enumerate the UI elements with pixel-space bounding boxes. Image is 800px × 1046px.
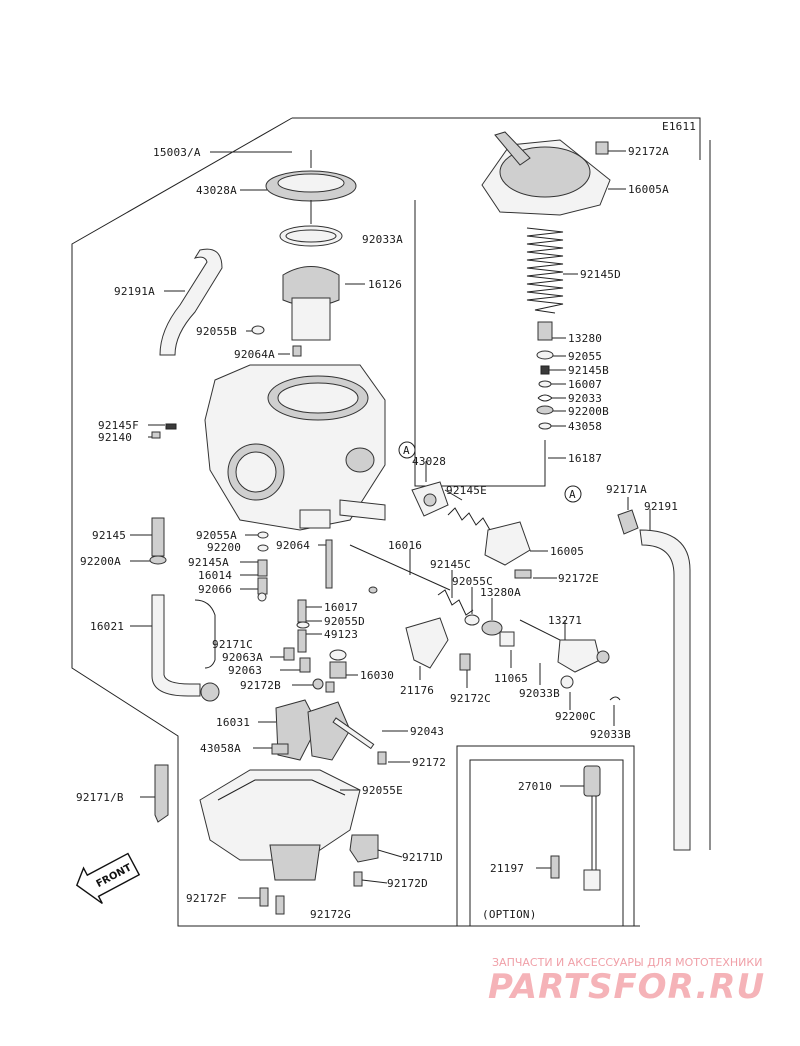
label-92145: 92145 [92, 529, 126, 542]
diagram-code: E1611 [662, 120, 696, 133]
watermark: ЗАПЧАСТИ И АКСЕССУАРЫ ДЛЯ МОТОТЕХНИКИ PA… [488, 956, 765, 1007]
air-funnel-group [265, 150, 357, 341]
right-mid-parts [349, 481, 621, 701]
label-13280: 13280 [568, 332, 602, 345]
label-16021: 16021 [90, 620, 124, 633]
label-92055: 92055 [568, 350, 602, 363]
svg-text:A: A [403, 444, 410, 457]
label-92064a: 92064A [234, 348, 275, 361]
label-92055b: 92055B [196, 325, 237, 338]
label-92145c: 92145C [430, 558, 471, 571]
label-16005: 16005 [550, 545, 584, 558]
label-92172: 92172 [412, 756, 446, 769]
label-43028: 43028 [412, 455, 446, 468]
label-92171b: 92171/B [76, 791, 124, 804]
label-21197: 21197 [490, 862, 524, 875]
label-16005a: 16005A [628, 183, 669, 196]
front-arrow-icon: FRONT [75, 852, 141, 904]
label-49123: 49123 [324, 628, 358, 641]
label-92145a: 92145A [188, 556, 229, 569]
label-43058: 43058 [568, 420, 602, 433]
label-92063: 92063 [228, 664, 262, 677]
label-92172f: 92172F [186, 892, 227, 905]
label-92172g: 92172G [310, 908, 351, 921]
label-92145e: 92145E [446, 484, 487, 497]
right-hose [639, 529, 691, 851]
label-43028a: 43028A [196, 184, 237, 197]
label-92171a: 92171A [606, 483, 647, 496]
watermark-logo: PARTSFOR.RU [488, 967, 765, 1007]
label-92172b: 92172B [240, 679, 281, 692]
callout-a-2: A [564, 485, 582, 503]
label-21176: 21176 [400, 684, 434, 697]
label-13280a: 13280A [480, 586, 521, 599]
label-16014: 16014 [198, 569, 232, 582]
label-16030: 16030 [360, 669, 394, 682]
label-92063a: 92063A [222, 651, 263, 664]
assembly-outline: (OPTION) [71, 117, 711, 927]
label-43058a: 43058A [200, 742, 241, 755]
label-92033: 92033 [568, 392, 602, 405]
label-92145f: 92145F [98, 419, 139, 432]
label-16017: 16017 [324, 601, 358, 614]
label-16187: 16187 [568, 452, 602, 465]
vent-hose [159, 248, 223, 356]
label-92172a: 92172A [628, 145, 669, 158]
label-92171d: 92171D [402, 851, 443, 864]
label-92145d: 92145D [580, 268, 621, 281]
label-92033b: 92033B [519, 687, 560, 700]
cover-stack [481, 131, 611, 480]
label-92200a: 92200A [80, 555, 121, 568]
option-parts [550, 765, 601, 891]
label-16126: 16126 [368, 278, 402, 291]
label-92145b: 92145B [568, 364, 609, 377]
label-16007: 16007 [568, 378, 602, 391]
label-92064: 92064 [276, 539, 310, 552]
watermark-tagline: ЗАПЧАСТИ И АКСЕССУАРЫ ДЛЯ МОТОТЕХНИКИ [492, 956, 762, 969]
label-92171c: 92171C [212, 638, 253, 651]
label-27010: 27010 [518, 780, 552, 793]
label-92033a: 92033A [362, 233, 403, 246]
label-92140: 92140 [98, 431, 132, 444]
label-16016: 16016 [388, 539, 422, 552]
label-92191a: 92191A [114, 285, 155, 298]
label-92066: 92066 [198, 583, 232, 596]
part-labels: 15003/A 43028A 92033A 92191A 16126 92055… [76, 145, 678, 921]
label-16031: 16031 [216, 716, 250, 729]
label-15003a: 15003/A [153, 146, 201, 159]
label-92055e: 92055E [362, 784, 403, 797]
label-92055d: 92055D [324, 615, 365, 628]
label-92033b-2: 92033B [590, 728, 631, 741]
label-92172d: 92172D [387, 877, 428, 890]
label-92055a: 92055A [196, 529, 237, 542]
label-92043: 92043 [410, 725, 444, 738]
left-small-parts [149, 325, 347, 702]
label-13271: 13271 [548, 614, 582, 627]
label-11065: 11065 [494, 672, 528, 685]
label-92200c: 92200C [555, 710, 596, 723]
callout-a-1: A [398, 441, 416, 459]
label-92200: 92200 [207, 541, 241, 554]
label-92191: 92191 [644, 500, 678, 513]
float-bowl-group [154, 699, 387, 915]
label-92172c: 92172C [450, 692, 491, 705]
label-92172e: 92172E [558, 572, 599, 585]
label-92200b: 92200B [568, 405, 609, 418]
label-92055c: 92055C [452, 575, 493, 588]
svg-text:A: A [569, 488, 576, 501]
carburetor-body [204, 364, 386, 531]
hose-clip [617, 509, 639, 535]
leader-lines [130, 150, 651, 899]
option-label: (OPTION) [482, 908, 537, 921]
